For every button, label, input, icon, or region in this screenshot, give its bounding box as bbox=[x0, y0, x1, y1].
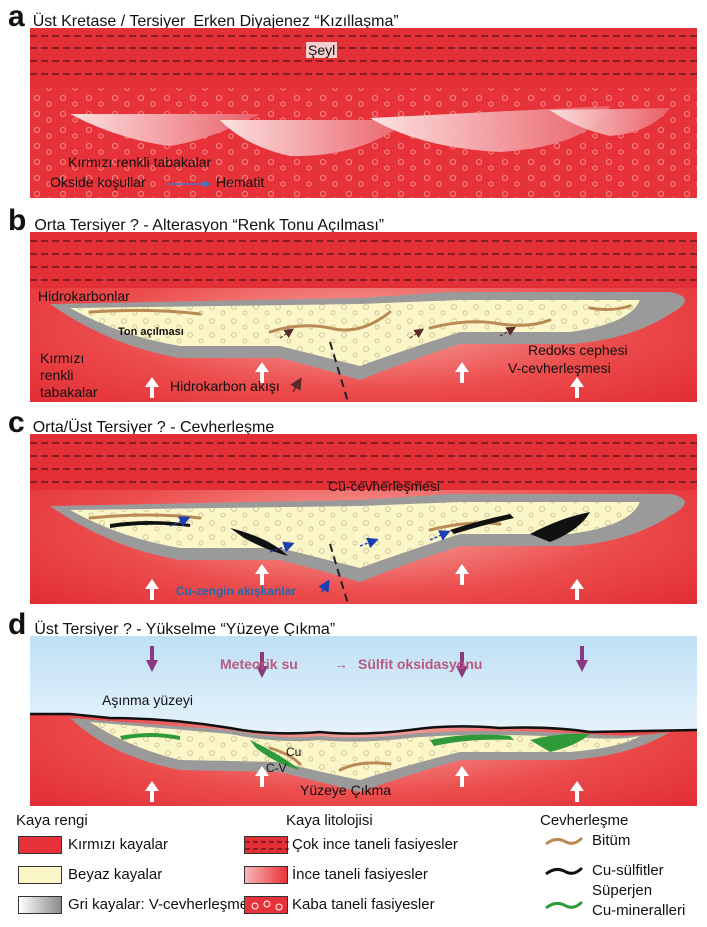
bitumen-line-icon bbox=[544, 834, 584, 848]
legend-swatch-coarse bbox=[244, 896, 288, 914]
panel-c-header: c Orta/Üst Tersiyer ? - Cevherleşme bbox=[8, 410, 274, 437]
panel-d-letter: d bbox=[8, 612, 26, 638]
panel-a-header: a Üst Kretase / Tersiyer Erken Diyajenez… bbox=[8, 4, 399, 31]
legend-lithology-title: Kaya litolojisi bbox=[286, 812, 373, 829]
panel-c-letter: c bbox=[8, 410, 25, 436]
cuv-label: C-V bbox=[266, 760, 287, 776]
meteoric-label: Meteorik su bbox=[220, 656, 298, 672]
uplift-label: Yüzeye Çıkma bbox=[300, 782, 391, 798]
panel-c-cross-section bbox=[30, 434, 697, 604]
v-mineralization-label: V-cevherleşmesi bbox=[508, 360, 611, 376]
panel-b-cross-section bbox=[30, 232, 697, 402]
legend-swatch-white bbox=[18, 866, 62, 884]
oxidizing-label: Okside koşullar bbox=[50, 174, 146, 190]
legend-very-fine: Çok ince taneli fasiyesler bbox=[292, 836, 458, 853]
legend-bitumen: Bitüm bbox=[592, 832, 630, 849]
oxidation-arrow-icon bbox=[167, 179, 213, 189]
meteoric-arrow-label: → bbox=[334, 656, 348, 672]
hc-flow-label: Hidrokarbon akışı bbox=[170, 378, 280, 394]
legend-cu-sulfides: Cu-sülfitler bbox=[592, 862, 664, 879]
hydrocarbons-label: Hidrokarbonlar bbox=[38, 288, 130, 304]
cu-fluids-label: Cu-zengin akışkanlar bbox=[176, 583, 296, 599]
erosion-label: Aşınma yüzeyi bbox=[102, 692, 193, 708]
red-beds-label-b: Kırmızı renkli tabakalar bbox=[40, 350, 118, 401]
bleaching-label: Ton açılması bbox=[118, 324, 184, 340]
legend-swatch-gray bbox=[18, 896, 62, 914]
legend-red-rocks: Kırmızı kayalar bbox=[68, 836, 168, 853]
panel-b-header: b Orta Tersiyer ? - Alterasyon “Renk Ton… bbox=[8, 208, 384, 235]
legend-cu-minerals: Cu-mineralleri bbox=[592, 902, 685, 919]
red-beds-label: Kırmızı renkli tabakalar bbox=[68, 154, 211, 170]
panel-a-letter: a bbox=[8, 4, 25, 30]
legend-swatch-red bbox=[18, 836, 62, 854]
shale-label: Şeyl bbox=[306, 42, 337, 58]
panel-b-letter: b bbox=[8, 208, 26, 234]
sulfide-oxidation-label: Sülfit oksidasyonu bbox=[358, 656, 482, 672]
cu-mineralization-label: Cu-cevherleşmesi bbox=[328, 478, 440, 494]
panel-c-section: Cu-cevherleşmesi Cu-zengin akışkanlar bbox=[30, 434, 697, 604]
legend-coarse: Kaba taneli fasiyesler bbox=[292, 896, 435, 913]
cu-sulfide-line-icon bbox=[544, 864, 584, 878]
legend-white-rocks: Beyaz kayalar bbox=[68, 866, 162, 883]
legend-fine: İnce taneli fasiyesler bbox=[292, 866, 428, 883]
legend-supergene: Süperjen bbox=[592, 882, 652, 899]
legend-swatch-very-fine bbox=[244, 836, 288, 854]
panel-b-section: Hidrokarbonlar Ton açılması Kırmızı renk… bbox=[30, 232, 697, 402]
supergene-line-icon bbox=[544, 898, 584, 912]
legend-mineralization-title: Cevherleşme bbox=[540, 812, 628, 829]
legend-rock-color-title: Kaya rengi bbox=[16, 812, 88, 829]
cu-label: Cu bbox=[286, 744, 301, 760]
legend-gray-rocks: Gri kayalar: V-cevherleşme bbox=[68, 896, 248, 913]
panel-d-header: d Üst Tersiyer ? - Yükselme “Yüzeye Çıkm… bbox=[8, 612, 335, 639]
redox-front-label: Redoks cephesi bbox=[528, 342, 628, 358]
panel-d-section: Meteorik su → Sülfit oksidasyonu Aşınma … bbox=[30, 636, 697, 806]
panel-a-cross-section bbox=[30, 28, 697, 198]
panel-a-section: Şeyl Kırmızı renkli tabakalar Okside koş… bbox=[30, 28, 697, 198]
legend-swatch-fine bbox=[244, 866, 288, 884]
hematite-label: Hematit bbox=[216, 174, 264, 190]
